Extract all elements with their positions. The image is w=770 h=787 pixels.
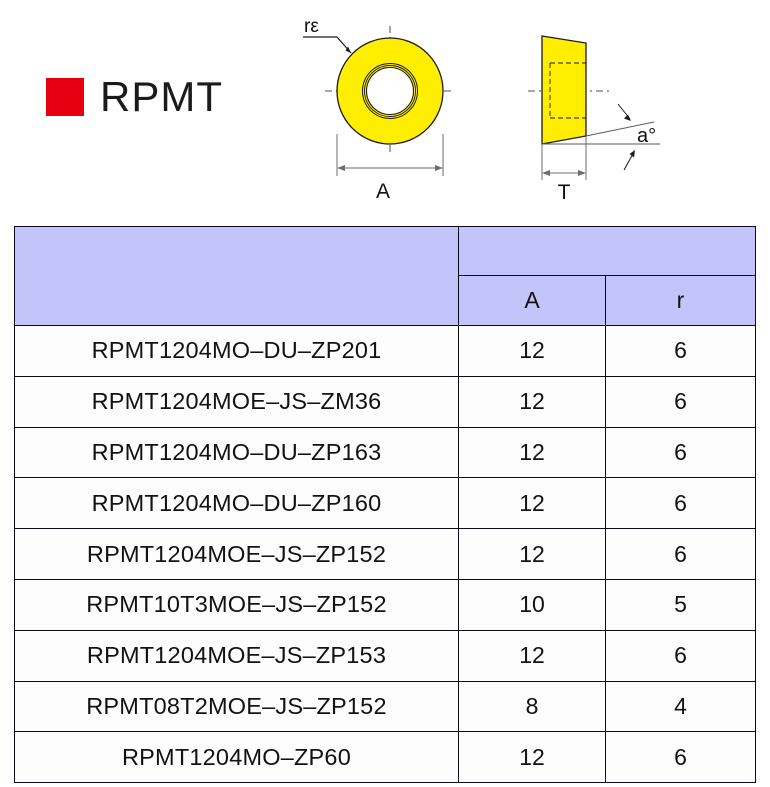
angle-arrow-lower-head <box>629 150 635 158</box>
table-row: RPMT1204MO–ZP60 12 6 <box>14 731 756 784</box>
cell-a: 12 <box>458 375 606 428</box>
cell-a: 12 <box>458 629 606 682</box>
cell-r: 6 <box>605 375 756 428</box>
center-bore-hole <box>365 66 415 116</box>
cell-r: 6 <box>605 528 756 580</box>
dim-label-a: A <box>376 180 390 203</box>
table-header-row-top <box>14 226 756 326</box>
table-row: RPMT1204MO–DU–ZP201 12 6 <box>14 325 756 377</box>
cell-designation: RPMT1204MO–DU–ZP201 <box>14 325 459 377</box>
table-row: RPMT08T2MOE–JS–ZP152 8 4 <box>14 680 756 733</box>
cell-designation: RPMT1204MO–DU–ZP160 <box>14 477 459 530</box>
clearance-angle-label: a° <box>637 125 656 147</box>
cell-r: 6 <box>605 477 756 530</box>
dim-arrow-left <box>337 165 345 171</box>
table-row: RPMT10T3MOE–JS–ZP152 10 5 <box>14 578 756 631</box>
header-dimension-group-cell <box>458 226 756 276</box>
title-block: RPMT rε A <box>0 0 770 215</box>
corner-radius-label: rε <box>304 16 319 37</box>
insert-side-profile <box>541 35 587 145</box>
t-arrow-left <box>542 170 550 176</box>
column-header-a: A <box>458 275 606 326</box>
cell-designation: RPMT1204MO–ZP60 <box>14 731 459 784</box>
cell-designation: RPMT10T3MOE–JS–ZP152 <box>14 578 459 631</box>
cell-r: 6 <box>605 325 756 377</box>
cell-a: 12 <box>458 731 606 784</box>
cell-designation: RPMT1204MOE–JS–ZP153 <box>14 629 459 682</box>
cell-designation: RPMT08T2MOE–JS–ZP152 <box>14 680 459 733</box>
table-row: RPMT1204MOE–JS–ZP153 12 6 <box>14 629 756 682</box>
cell-designation: RPMT1204MOE–JS–ZP152 <box>14 528 459 580</box>
cell-designation: RPMT1204MOE–JS–ZM36 <box>14 375 459 428</box>
corner-radius-arrowhead <box>345 46 351 53</box>
cell-r: 6 <box>605 731 756 784</box>
insert-side-view: a° T <box>528 35 660 203</box>
table-header-row-sub: A r <box>15 275 756 326</box>
red-square-swatch <box>46 78 84 116</box>
dim-arrow-right <box>435 165 443 171</box>
cell-a: 12 <box>458 426 606 479</box>
cell-r: 6 <box>605 629 756 682</box>
cell-r: 5 <box>605 578 756 631</box>
cell-a: 12 <box>458 528 606 580</box>
round-insert-top-view: rε A <box>303 16 455 203</box>
table-row: RPMT1204MO–DU–ZP163 12 6 <box>14 426 756 479</box>
cell-a: 12 <box>458 325 606 377</box>
cell-r: 4 <box>605 680 756 733</box>
angle-arrow-upper-head <box>624 114 631 121</box>
table-row: RPMT1204MOE–JS–ZP152 12 6 <box>14 528 756 580</box>
table-header: A r <box>14 226 756 326</box>
column-header-r: r <box>605 275 756 326</box>
cell-a: 10 <box>458 578 606 631</box>
specification-table: A r RPMT1204MO–DU–ZP201 12 6 RPMT1204MOE… <box>14 226 756 784</box>
table-row: RPMT1204MOE–JS–ZM36 12 6 <box>14 375 756 428</box>
table-body: RPMT1204MO–DU–ZP201 12 6 RPMT1204MOE–JS–… <box>14 325 756 784</box>
cell-a: 12 <box>458 477 606 530</box>
countersink-ring-outer <box>362 63 418 119</box>
page-title: RPMT <box>100 73 223 120</box>
cell-r: 6 <box>605 426 756 479</box>
countersink-ring-mid <box>364 65 416 117</box>
header-designation-cell <box>14 226 459 326</box>
t-arrow-right <box>578 170 586 176</box>
dim-label-t: T <box>558 181 571 203</box>
cell-a: 8 <box>458 680 606 733</box>
cell-designation: RPMT1204MO–DU–ZP163 <box>14 426 459 479</box>
angle-flank-line <box>585 121 655 137</box>
table-row: RPMT1204MO–DU–ZP160 12 6 <box>14 477 756 530</box>
